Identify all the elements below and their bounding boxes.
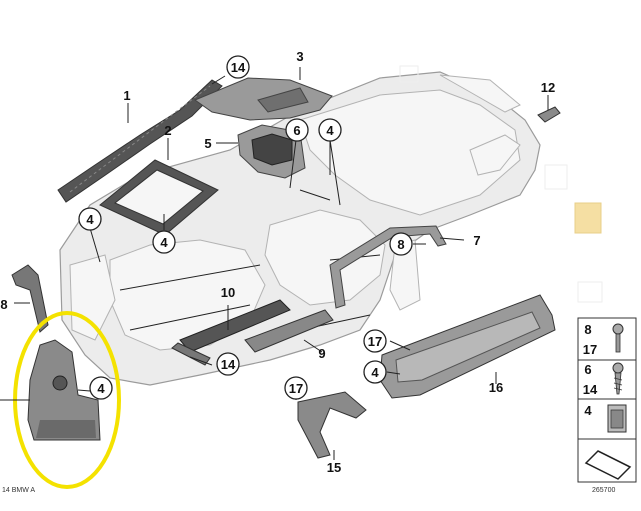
callout-17-bottom-text: 17 — [289, 381, 303, 396]
callout-6: 6 — [285, 118, 309, 142]
callout-4-mid-text: 4 — [160, 235, 168, 250]
clip-nut-icon — [607, 404, 627, 433]
label-part-12: 12 — [541, 80, 555, 95]
part-3-upper-cover — [193, 77, 333, 121]
dashboard-carrier — [59, 71, 541, 386]
part-15-trim — [297, 391, 367, 459]
faint-box-3 — [399, 65, 419, 83]
callout-14-top: 14 — [226, 55, 250, 79]
footer-right-caption: 265700 — [592, 487, 615, 494]
part-9-trim — [244, 309, 334, 353]
legend-row1-a: 8 — [584, 322, 591, 337]
legend-swatch — [574, 202, 602, 234]
callout-14-top-text: 14 — [231, 60, 246, 75]
callout-17-bottom: 17 — [284, 376, 308, 400]
left-lower-cover — [27, 339, 101, 441]
callout-4-highlight-text: 4 — [97, 381, 105, 396]
arrow-icon — [584, 450, 632, 480]
callout-4-left-text: 4 — [86, 212, 94, 227]
legend-row3-a: 4 — [584, 403, 592, 418]
part-2-display-frame — [99, 159, 219, 236]
callout-4-right: 4 — [363, 360, 387, 384]
callout-8: 8 — [389, 232, 413, 256]
callout-17-right-text: 17 — [368, 334, 382, 349]
callout-6-text: 6 — [293, 123, 300, 138]
footer-left-caption: 14 BMW A — [2, 487, 35, 494]
legend-row2-b: 14 — [583, 382, 598, 397]
label-part-9: 9 — [318, 346, 325, 361]
callout-14-bottom: 14 — [216, 352, 240, 376]
self-tapping-screw-icon — [612, 362, 624, 395]
label-part-16: 16 — [489, 380, 503, 395]
legend-row1-b: 17 — [583, 342, 597, 357]
label-edge-left: 8 — [0, 297, 7, 312]
label-part-1: 1 — [123, 88, 130, 103]
label-part-10: 10 — [221, 285, 235, 300]
faint-box-1 — [544, 164, 568, 190]
callout-8-text: 8 — [397, 237, 404, 252]
part-1-defroster-grille — [57, 79, 223, 203]
callout-4-highlight: 4 — [89, 376, 113, 400]
callout-4-top: 4 — [318, 118, 342, 142]
screw-icon — [612, 323, 624, 353]
callout-4-mid: 4 — [152, 230, 176, 254]
label-part-2: 2 — [164, 123, 171, 138]
callout-4-top-text: 4 — [326, 123, 334, 138]
label-part-7: 7 — [473, 233, 480, 248]
part-12-cap — [537, 106, 561, 123]
callout-17-right: 17 — [363, 329, 387, 353]
part-8-side-trim — [329, 225, 447, 309]
leader-lines — [0, 67, 549, 460]
label-part-15: 15 — [327, 460, 341, 475]
left-pillar-strip — [11, 264, 49, 333]
callout-14-bottom-text: 14 — [221, 357, 236, 372]
legend-row2-a: 6 — [584, 362, 591, 377]
callout-4-left: 4 — [78, 207, 102, 231]
label-part-3: 3 — [296, 49, 303, 64]
part-16-panel — [379, 294, 556, 399]
part-10-trim — [171, 299, 291, 366]
faint-box-2 — [577, 281, 603, 303]
part-5-vent-housing — [237, 124, 306, 179]
callout-4-right-text: 4 — [371, 365, 379, 380]
label-part-5: 5 — [204, 136, 211, 151]
fastener-legend: 8 17 6 14 4 — [577, 317, 637, 483]
